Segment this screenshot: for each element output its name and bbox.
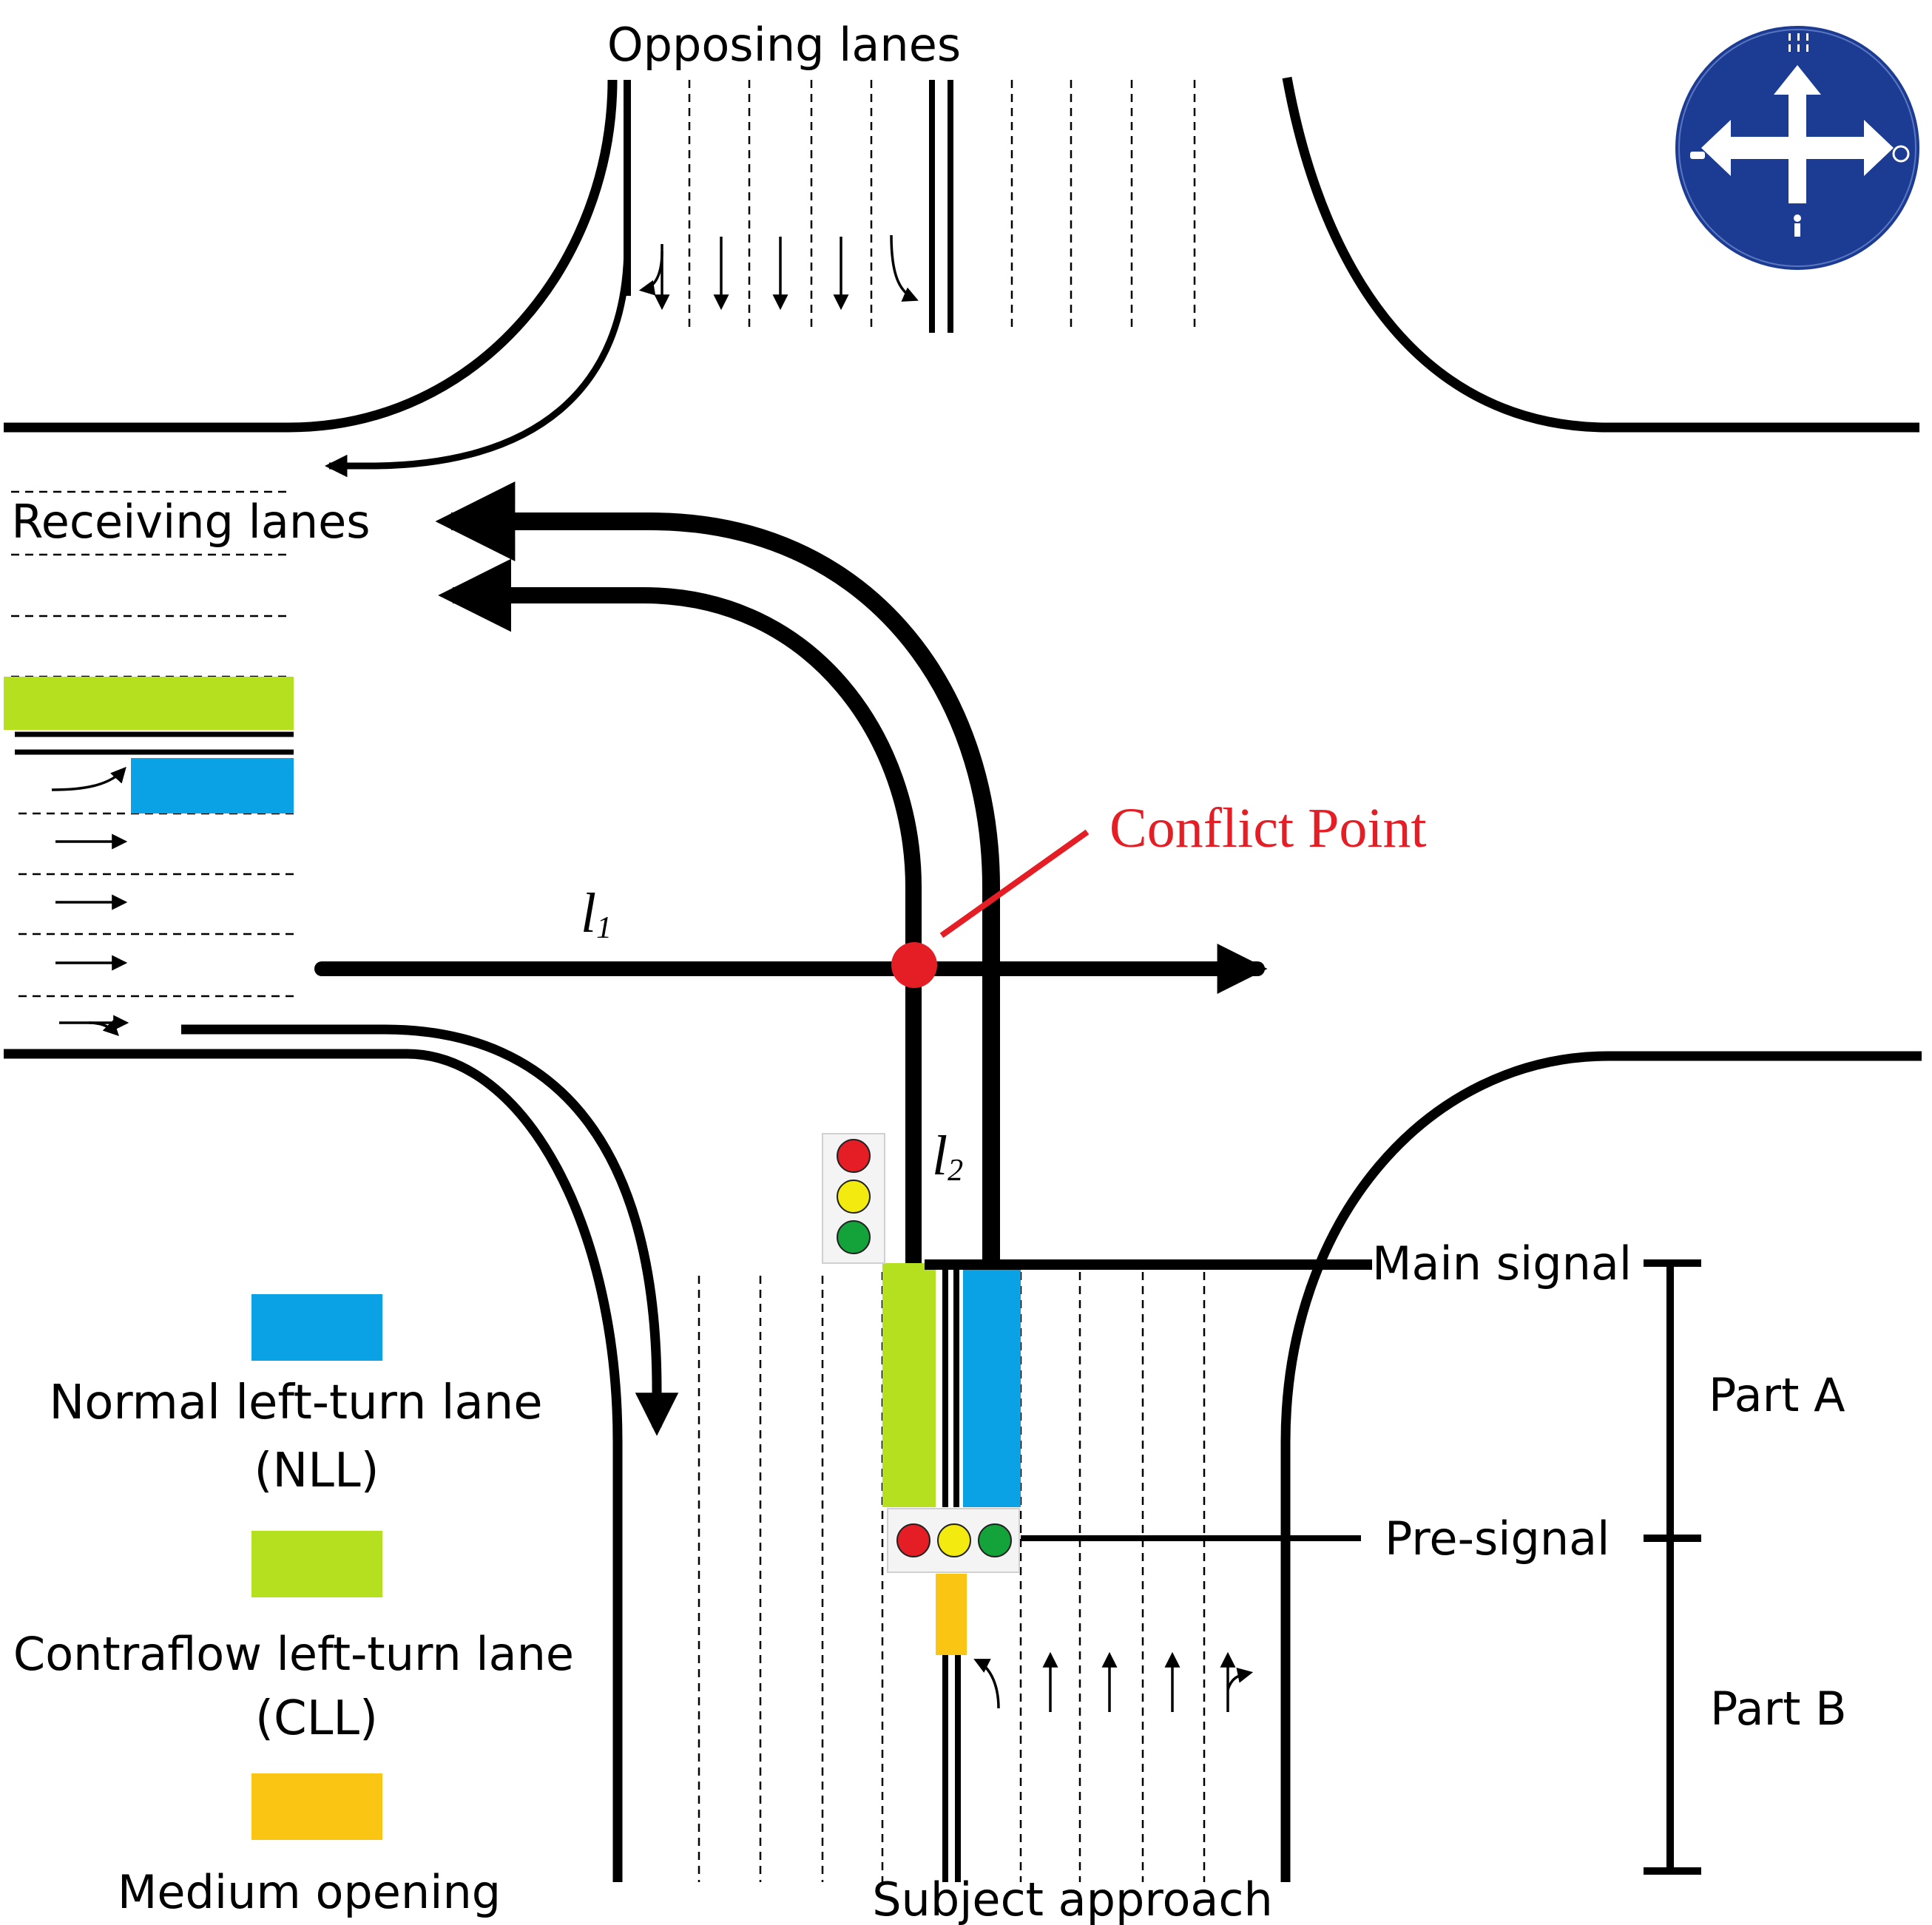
legend-label-nll: Normal left-turn lane (49, 1376, 542, 1430)
conflict-point-dot (891, 942, 937, 988)
curb-top-right (1282, 76, 1919, 433)
conflict-pointer-line (939, 829, 1090, 938)
l1-label: l1 (581, 882, 612, 945)
south-approach (698, 1259, 1372, 1882)
subject-approach-label: Subject approach (872, 1872, 1273, 1925)
north-right-turn-arrow (324, 243, 631, 478)
legend-label-cll-abbr: (CLL) (255, 1691, 378, 1746)
pre-signal-label: Pre-signal (1385, 1512, 1610, 1566)
part-b-label: Part B (1710, 1682, 1847, 1736)
legend-label-opening: Medium opening (118, 1865, 501, 1919)
nll-left-turn-path (435, 481, 1000, 1268)
cll-lane-fill (882, 1263, 936, 1507)
lane-arrow-left (51, 766, 126, 791)
conflict-point-label: Conflict Point (1109, 797, 1427, 859)
north-approach (324, 80, 1196, 478)
lane-arrow-right-turn (890, 234, 919, 302)
horizontal-traffic-light-icon (887, 1508, 1020, 1573)
west-nll-bar (131, 758, 294, 813)
left-turn-paths (435, 481, 1000, 1268)
four-way-direction-sign-icon (1666, 16, 1929, 280)
legend-swatch-nll (251, 1294, 382, 1361)
road-edges (4, 76, 1922, 1882)
vertical-traffic-light-icon (822, 1133, 885, 1264)
main-signal-label: Main signal (1372, 1236, 1632, 1290)
receiving-lanes-label: Receiving lanes (11, 495, 370, 549)
cll-left-turn-path (438, 558, 922, 1268)
opposing-lanes-label: Opposing lanes (607, 18, 961, 72)
l2-label: l2 (932, 1125, 963, 1188)
part-a-label: Part A (1709, 1368, 1845, 1422)
west-cll-bar (4, 677, 294, 730)
west-approach (4, 490, 679, 1436)
nll-lane-fill (963, 1263, 1021, 1507)
legend-swatch-cll (251, 1531, 382, 1597)
curb-bottom-left (4, 1049, 623, 1882)
curb-top-left (4, 79, 618, 433)
legend-label-cll: Contraflow left-turn lane (13, 1627, 574, 1681)
lane-arrow-left-turn (973, 1659, 1000, 1709)
median-opening-fill (936, 1574, 967, 1655)
curb-bottom-right (1280, 1051, 1922, 1882)
legend-label-nll-abbr: (NLL) (254, 1444, 379, 1498)
legend-swatch-opening (251, 1773, 382, 1840)
west-right-turn-arrow (181, 1024, 679, 1436)
part-bracket (1644, 1259, 1701, 1875)
